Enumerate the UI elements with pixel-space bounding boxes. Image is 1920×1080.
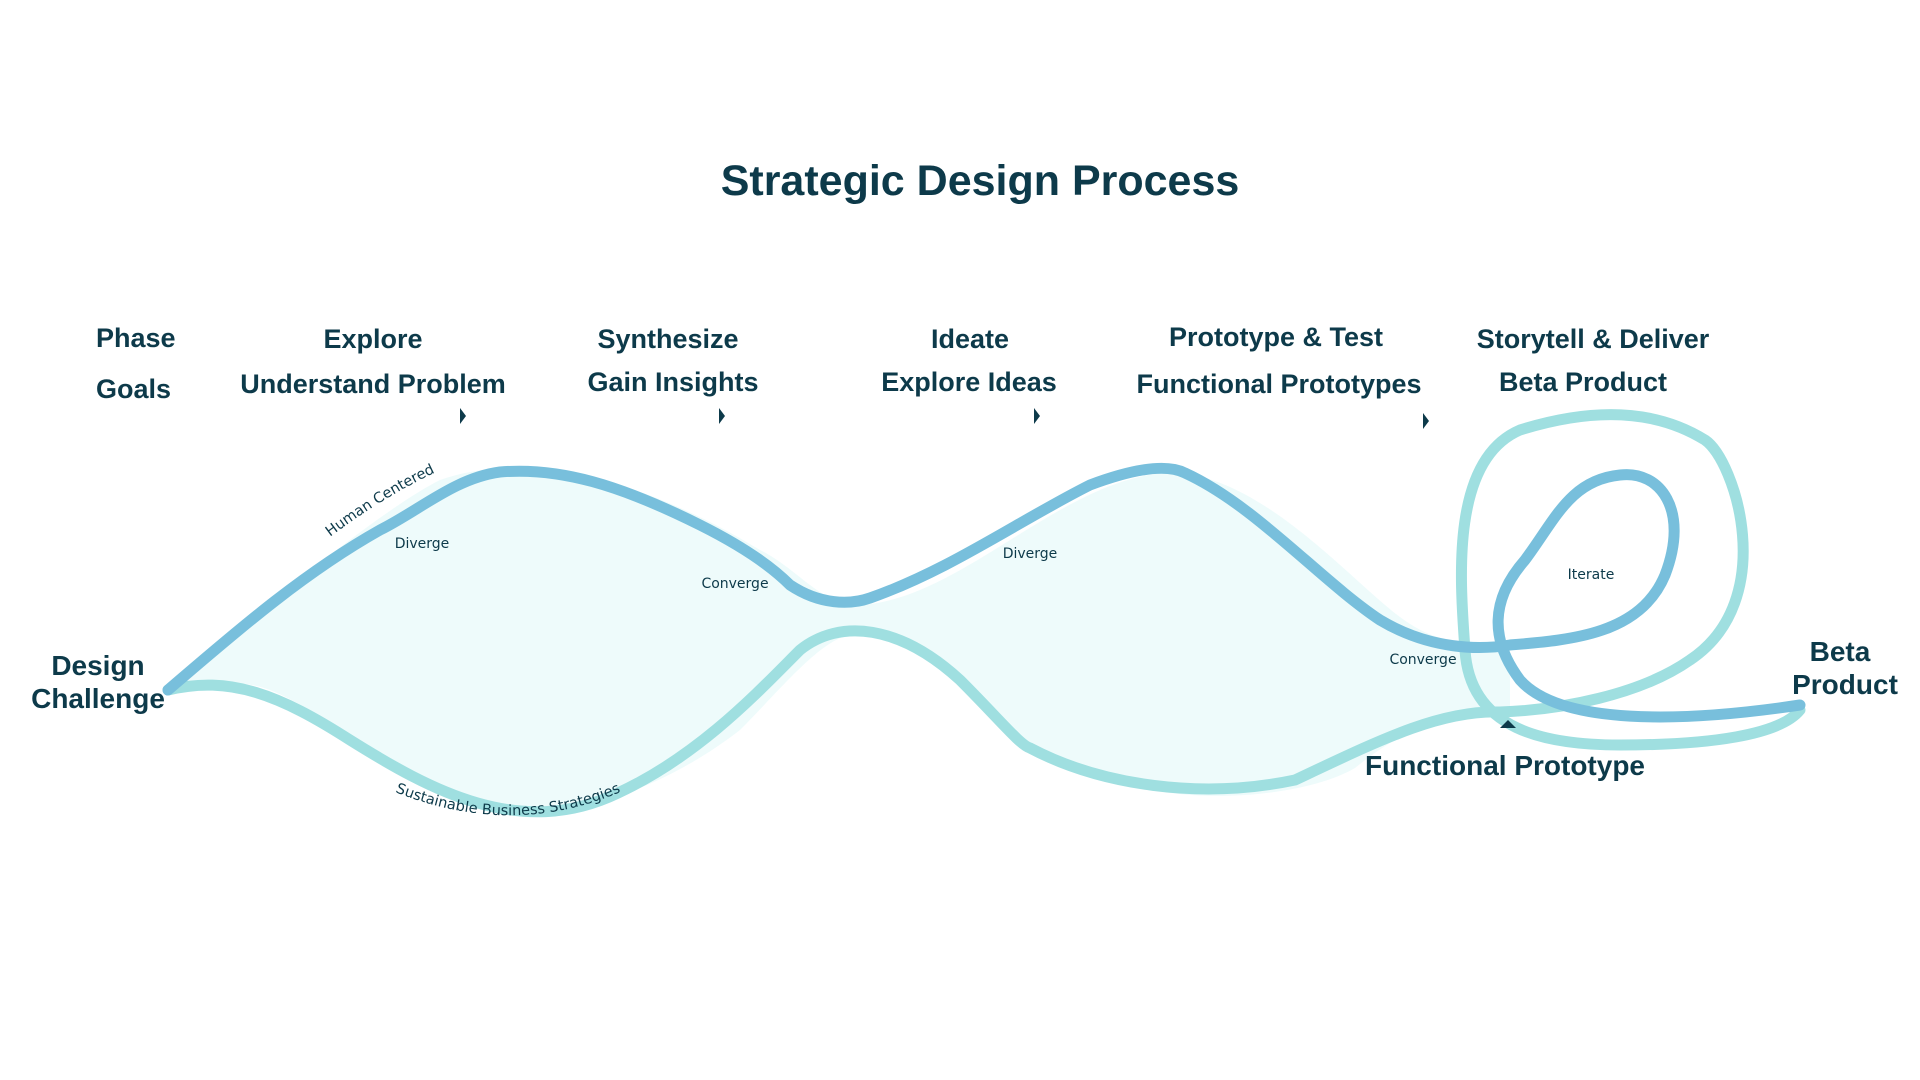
start-label-line2: Challenge	[31, 683, 165, 714]
phase-name-ideate: Ideate	[931, 324, 1009, 354]
phase-name-explore: Explore	[323, 324, 422, 354]
stage-label-diverge-1: Diverge	[395, 536, 450, 552]
phase-marker-3	[1034, 408, 1040, 424]
lower-curve	[162, 409, 1806, 818]
page-title: Strategic Design Process	[721, 157, 1240, 205]
phase-marker-4	[1423, 413, 1429, 429]
start-label-line1: Design	[51, 650, 144, 681]
goals-row-label: Goals	[96, 374, 171, 404]
phase-goal-gain-insights: Gain Insights	[587, 367, 758, 397]
milestone-marker	[1500, 720, 1516, 728]
end-label-line2: Product	[1792, 669, 1898, 700]
phase-marker-2	[719, 408, 725, 424]
upper-curve	[162, 462, 1806, 723]
phase-name-storytell-deliver: Storytell & Deliver	[1477, 324, 1710, 354]
end-label-line1: Beta	[1810, 636, 1871, 667]
phase-goal-understand-problem: Understand Problem	[240, 369, 506, 399]
phase-goal-beta-product: Beta Product	[1499, 367, 1667, 397]
phase-goal-functional-prototypes: Functional Prototypes	[1136, 369, 1421, 399]
stage-label-iterate: Iterate	[1568, 567, 1615, 583]
process-area-fill	[168, 468, 1510, 812]
stage-label-converge-1: Converge	[701, 576, 768, 592]
phase-goal-explore-ideas: Explore Ideas	[881, 367, 1057, 397]
phase-name-prototype-test: Prototype & Test	[1169, 322, 1383, 352]
phase-marker-1	[460, 408, 466, 424]
stage-label-converge-2: Converge	[1389, 652, 1456, 668]
phase-row-label: Phase	[96, 323, 176, 353]
phase-name-synthesize: Synthesize	[597, 324, 738, 354]
milestone-label: Functional Prototype	[1365, 750, 1645, 781]
stage-label-diverge-2: Diverge	[1003, 546, 1058, 562]
